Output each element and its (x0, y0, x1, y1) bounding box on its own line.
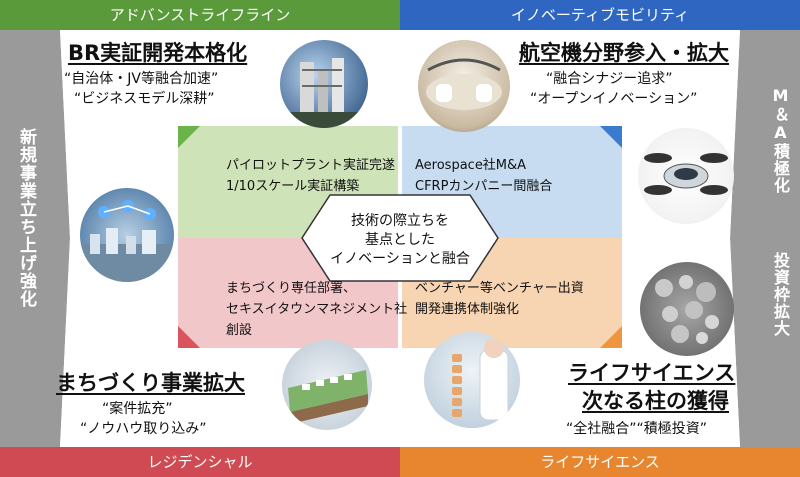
inner-tl-2: 1/10スケール実証構築 (226, 176, 359, 197)
inner-tr-2: CFRPカンパニー間融合 (415, 176, 552, 197)
housing-model-photo (282, 340, 372, 430)
band-innovative-mobility: イノベーティブモビリティ (400, 3, 800, 27)
center-line-2: 基点とした (330, 231, 470, 250)
side-label-investment: 投資枠拡大 (768, 252, 792, 362)
medical-spine-photo (424, 332, 520, 428)
car-interior-photo (418, 40, 510, 132)
subtitle-tl-1: “自治体・JV等融合加速” (64, 70, 218, 89)
inner-bl-3: 創設 (226, 320, 252, 341)
side-label-ma: M＆A積極化 (768, 86, 792, 216)
cell-microscope-photo (640, 262, 734, 356)
city-network-photo (80, 188, 174, 282)
subtitle-bl-1: “案件拡充” (102, 400, 173, 419)
band-residential: レジデンシャル (0, 450, 400, 474)
inner-tl-1: パイロットプラント実証完遂 (226, 155, 395, 176)
subtitle-bl-2: “ノウハウ取り込み” (80, 420, 207, 439)
band-life-science: ライフサイエンス (400, 450, 800, 474)
title-life-science: ライフサイエンス (568, 360, 735, 386)
subtitle-tr-2: “オープンイノベーション” (530, 90, 697, 109)
band-advanced-lifeline: アドバンストライフライン (0, 3, 400, 27)
drone-photo (638, 128, 734, 224)
title-next-pillar: 次なる柱の獲得 (582, 388, 729, 414)
inner-br-2: 開発連携体制強化 (415, 299, 519, 320)
title-br-demo: BR実証開発本格化 (68, 40, 247, 66)
plant-photo (280, 40, 368, 128)
subtitle-tl-2: “ビジネスモデル深耕” (74, 90, 215, 109)
title-town-development: まちづくり事業拡大 (56, 370, 245, 396)
subtitle-br-1: “全社融合”“積極投資” (566, 420, 707, 439)
inner-bl-1: まちづくり専任部署、 (226, 278, 356, 299)
title-aircraft: 航空機分野参入・拡大 (519, 40, 729, 66)
inner-bl-2: セキスイタウンマネジメント社 (226, 299, 407, 320)
subtitle-tr-1: “融合シナジー追求” (546, 70, 673, 89)
side-label-new-business: 新規事業立ち上げ強化 (14, 128, 39, 368)
center-line-1: 技術の際立ちを (330, 212, 470, 231)
inner-br-1: ベンチャー等ベンチャー出資 (415, 278, 584, 299)
center-line-3: イノベーションと融合 (320, 250, 480, 269)
inner-tr-1: Aerospace社M&A (415, 155, 526, 176)
